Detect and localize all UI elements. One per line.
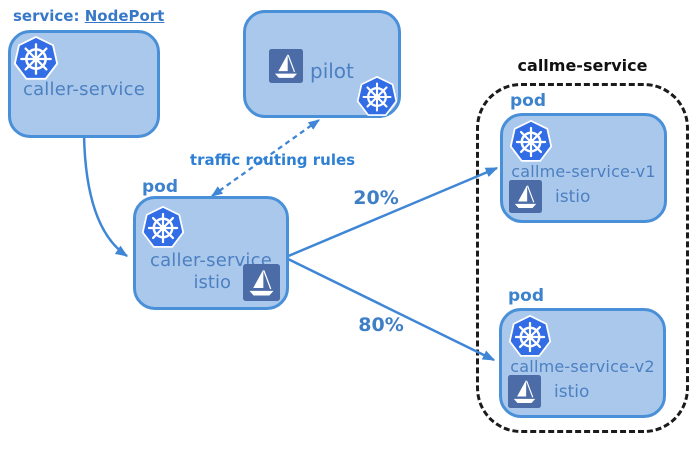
istio-label: istio bbox=[193, 272, 231, 293]
istio-icon bbox=[269, 49, 303, 83]
node-caller-service-svc: caller-service bbox=[8, 30, 160, 138]
istio-sidecar: istio bbox=[509, 180, 590, 213]
service-nodeport-banner: service: NodePort bbox=[13, 7, 164, 25]
pod-tag: pod bbox=[508, 286, 545, 306]
istio-icon bbox=[509, 180, 542, 213]
kubernetes-icon bbox=[13, 36, 59, 80]
node-caller-service-pod: caller-service istio bbox=[133, 196, 289, 310]
nodeport-link[interactable]: NodePort bbox=[84, 7, 165, 25]
node-callme-service-v2: callme-service-v2 istio bbox=[499, 308, 666, 418]
istio-sidecar: istio bbox=[194, 264, 280, 301]
edge-label-80-percent: 80% bbox=[358, 314, 404, 336]
callme-service-group-title: callme-service bbox=[517, 56, 648, 75]
node-label: pilot bbox=[310, 59, 354, 83]
node-label: callme-service-v1 bbox=[511, 162, 656, 181]
pod-tag: pod bbox=[142, 177, 179, 197]
kubernetes-icon bbox=[509, 120, 553, 162]
istio-sidecar: istio bbox=[508, 375, 589, 408]
arrow-service-to-pod bbox=[82, 133, 129, 258]
callme-service-group bbox=[476, 83, 689, 433]
pod-tag: pod bbox=[510, 91, 547, 111]
istio-label: istio bbox=[554, 381, 590, 402]
istio-label: istio bbox=[555, 186, 591, 207]
kubernetes-icon bbox=[508, 315, 552, 357]
arrow-20-percent bbox=[285, 166, 499, 259]
node-label: callme-service-v2 bbox=[510, 357, 655, 376]
node-label: caller-service bbox=[22, 79, 146, 100]
node-callme-service-v1: callme-service-v1 istio bbox=[500, 113, 667, 223]
kubernetes-icon bbox=[141, 206, 185, 248]
edge-label-traffic-routing-rules: traffic routing rules bbox=[189, 151, 356, 169]
istio-icon bbox=[508, 375, 541, 408]
arrow-traffic-routing-rules bbox=[211, 119, 320, 197]
arrow-80-percent bbox=[285, 256, 496, 362]
node-label: caller-service bbox=[149, 250, 273, 271]
service-prefix-label: service: bbox=[13, 7, 80, 25]
istio-icon bbox=[243, 264, 280, 301]
kubernetes-icon bbox=[356, 76, 398, 116]
edge-label-20-percent: 20% bbox=[353, 187, 399, 209]
node-pilot: pilot bbox=[243, 10, 401, 118]
